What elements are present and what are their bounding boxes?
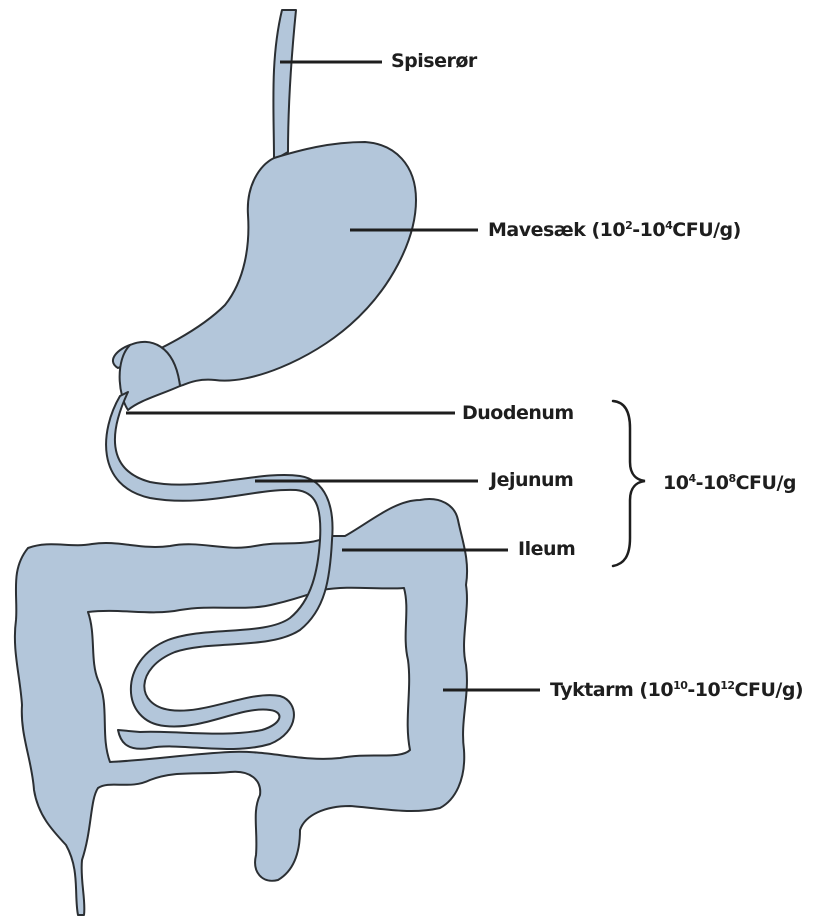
small-intestine-count-dash: -	[696, 472, 703, 494]
small-intestine-count-exponent-2: 8	[728, 472, 735, 485]
small-intestine-count-exponent-1: 4	[688, 472, 695, 485]
colon-count-base-1: 10	[648, 679, 673, 701]
small-intestine-count-base-1: 10	[663, 472, 688, 494]
small-intestine-count-base-2: 10	[703, 472, 728, 494]
small-intestine-brace	[613, 401, 645, 566]
stomach-count-unit: CFU/g)	[672, 219, 741, 241]
colon-count-base-2: 10	[695, 679, 720, 701]
colon-label: Tyktarm (1010-1012CFU/g)	[550, 679, 803, 701]
jejunum-label: Jejunum	[490, 469, 573, 491]
small-intestine-count-unit: CFU/g	[736, 472, 796, 494]
stomach-count-base-2: 10	[640, 219, 665, 241]
stomach-count-dash: -	[632, 219, 639, 241]
stomach-label: Mavesæk (102-104CFU/g)	[488, 219, 741, 241]
ileum-label: Ileum	[518, 538, 575, 560]
esophagus-label: Spiserør	[391, 50, 477, 72]
duodenum-label: Duodenum	[462, 402, 574, 424]
colon-count-exponent-2: 12	[720, 679, 734, 692]
colon-count-exponent-1: 10	[673, 679, 687, 692]
duodenum-label-text: Duodenum	[462, 402, 574, 424]
stomach-count-base-1: 10	[600, 219, 625, 241]
ileum-label-text: Ileum	[518, 538, 575, 560]
esophagus-label-text: Spiserør	[391, 50, 477, 72]
colon-count-unit: CFU/g)	[735, 679, 804, 701]
stomach-label-name: Mavesæk (	[488, 219, 600, 241]
colon-label-name: Tyktarm (	[550, 679, 648, 701]
small-intestine-count-label: 104-108CFU/g	[663, 472, 796, 494]
colon-count-dash: -	[687, 679, 694, 701]
jejunum-label-text: Jejunum	[490, 469, 573, 491]
